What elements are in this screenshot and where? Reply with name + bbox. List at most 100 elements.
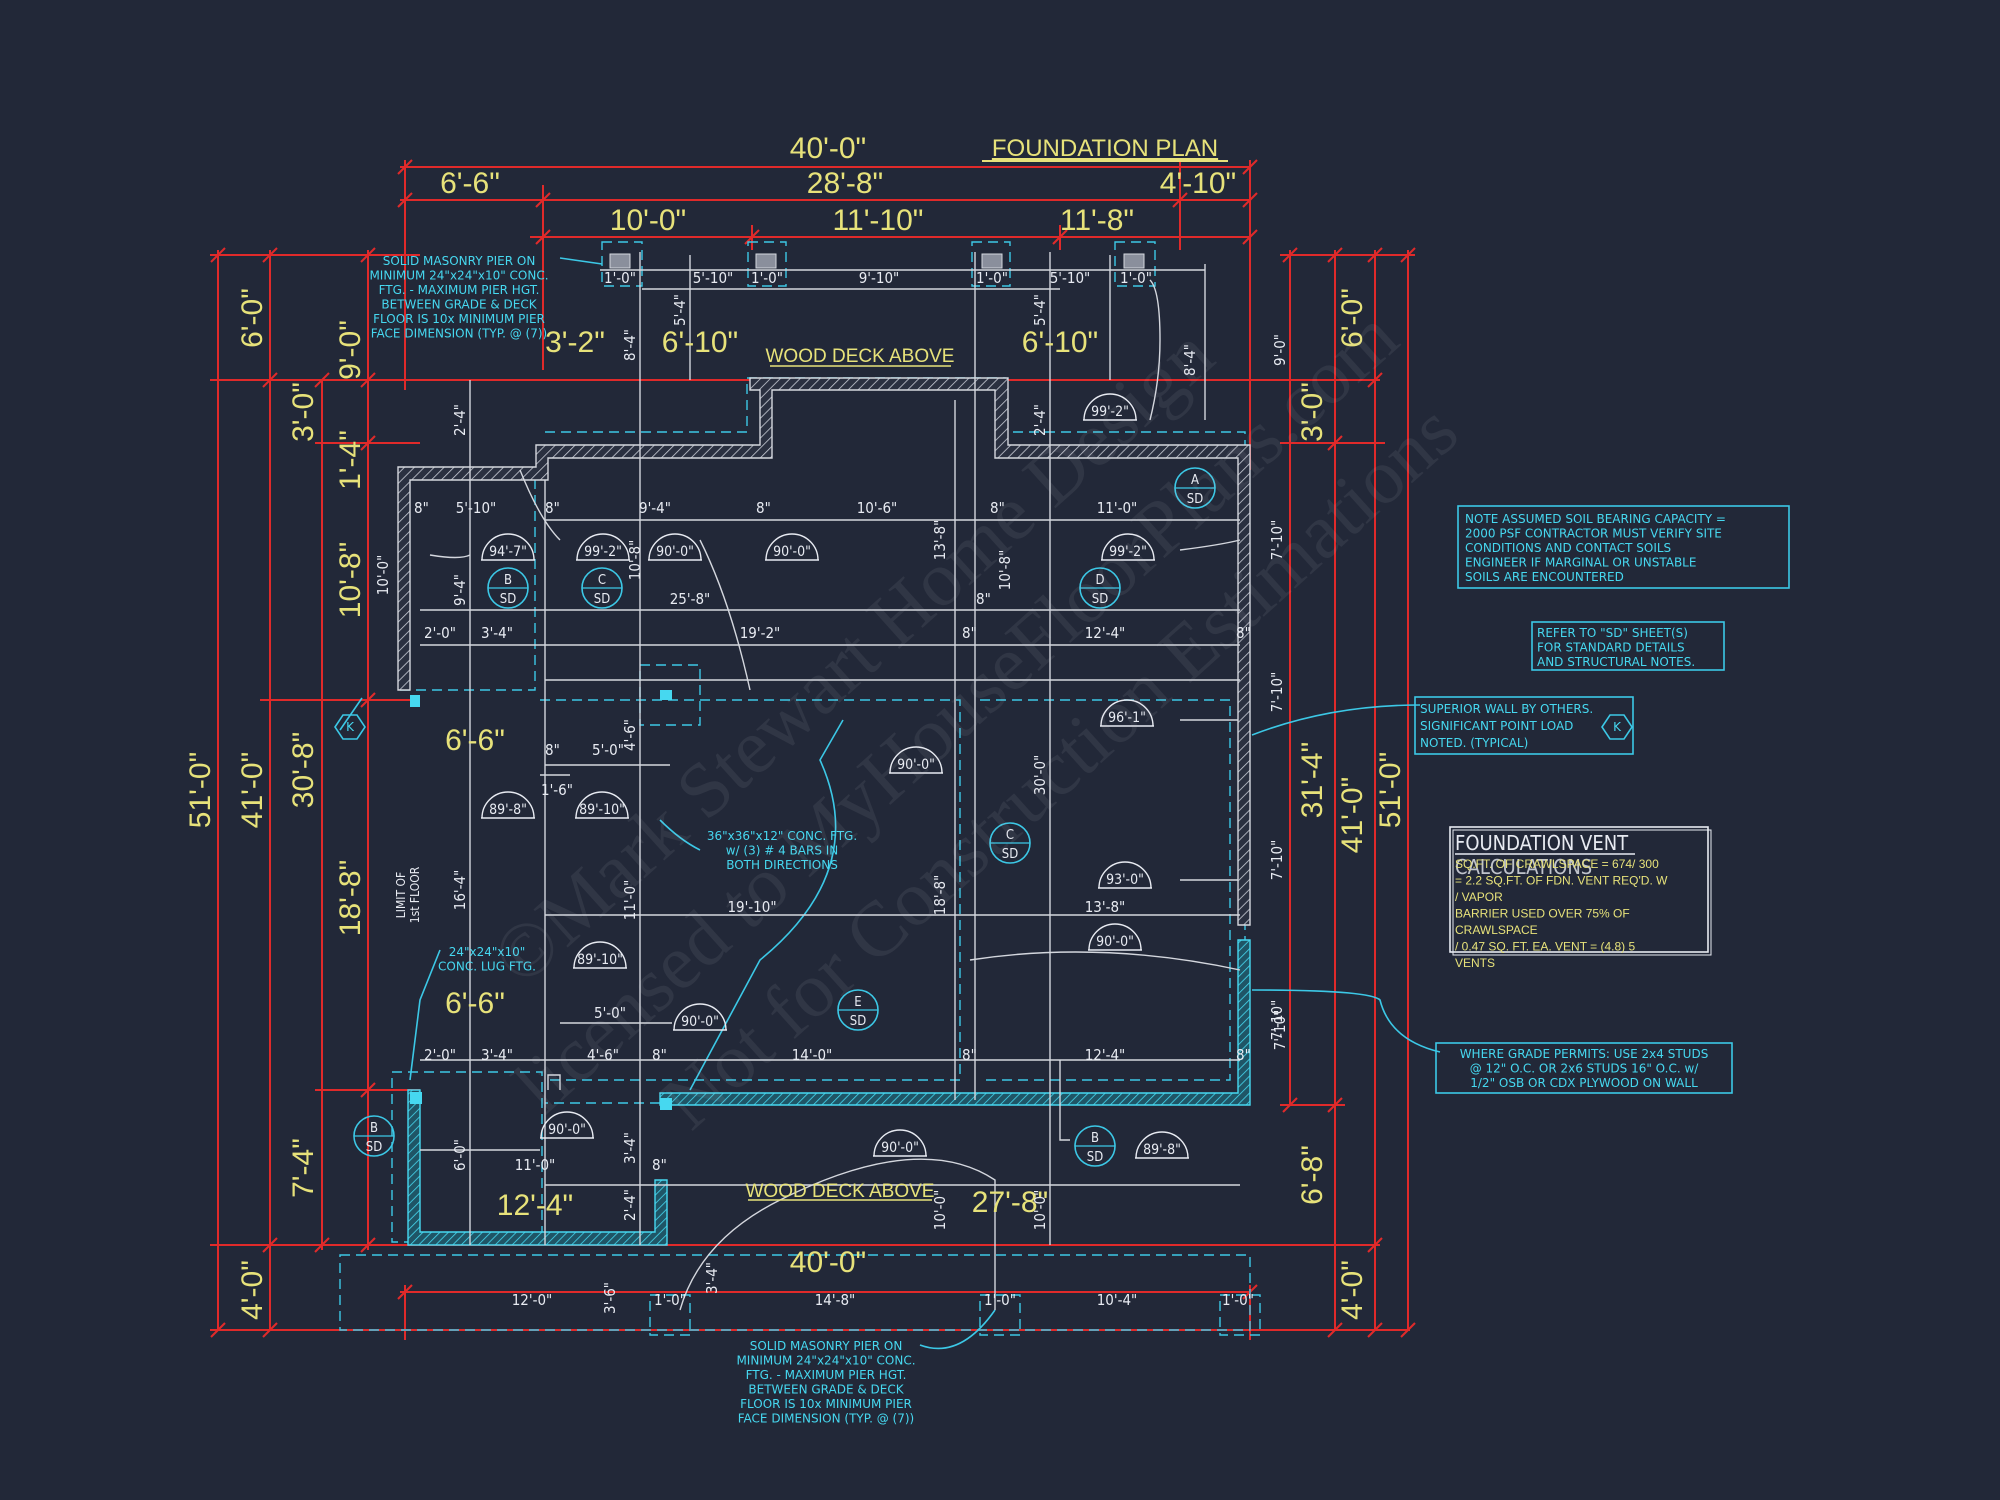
- angle-mark: 90'-0": [540, 1111, 594, 1139]
- dim-right-3-0: 3'-0": [1296, 382, 1329, 442]
- angle-label: 99'-2": [1109, 544, 1147, 560]
- angle-mark: 90'-0": [673, 1003, 727, 1031]
- svg-text:9'-0": 9'-0": [1271, 334, 1289, 366]
- note-line: REFER TO "SD" SHEET(S): [1537, 626, 1688, 640]
- angle-label: 90'-0": [681, 1014, 719, 1030]
- dim-overall-width-top: 40'-0": [790, 132, 866, 165]
- svg-text:8": 8": [962, 1046, 977, 1064]
- superior-wall-note-box: SUPERIOR WALL BY OTHERS.SIGNIFICANT POIN…: [1414, 696, 1634, 755]
- svg-text:1'-6": 1'-6": [541, 781, 573, 799]
- svg-text:1'-0": 1'-0": [984, 1291, 1016, 1309]
- svg-text:10'-0": 10'-0": [374, 555, 392, 596]
- dimension-lines: [210, 159, 1416, 1340]
- svg-text:5'-10": 5'-10": [1050, 269, 1091, 287]
- section-tag-letter: C: [598, 573, 606, 588]
- svg-text:K: K: [1613, 720, 1622, 734]
- angle-label: 89'-8": [489, 802, 527, 818]
- note-line: @ 12" O.C. OR 2x6 STUDS 16" O.C. w/: [1470, 1062, 1700, 1076]
- note-line: 36"x36"x12" CONC. FTG.: [707, 829, 857, 843]
- svg-text:2'-0": 2'-0": [424, 1046, 456, 1064]
- svg-text:9'-10": 9'-10": [859, 269, 900, 287]
- note-line: VENTS: [1455, 956, 1495, 970]
- svg-text:25'-8": 25'-8": [670, 590, 711, 608]
- svg-text:3'-6": 3'-6": [601, 1282, 619, 1314]
- angle-mark: 94'-7": [481, 533, 535, 561]
- angle-mark: 93'-0": [1098, 861, 1152, 889]
- refer-note-box: REFER TO "SD" SHEET(S)FOR STANDARD DETAI…: [1531, 621, 1725, 671]
- svg-text:LIMIT OF: LIMIT OF: [394, 872, 408, 918]
- svg-text:12'-4": 12'-4": [1085, 1046, 1126, 1064]
- angle-mark: 99'-2": [1101, 533, 1155, 561]
- svg-text:7'-10": 7'-10": [1268, 672, 1286, 713]
- angle-label: 99'-2": [584, 544, 622, 560]
- note-line: 2000 PSF CONTRACTOR MUST VERIFY SITE: [1465, 527, 1722, 541]
- section-tag: DSD: [1079, 567, 1121, 609]
- svg-text:1'-0": 1'-0": [976, 269, 1008, 287]
- dim-left-3-0: 3'-0": [287, 382, 320, 442]
- angle-mark: 90'-0": [765, 533, 819, 561]
- dim-6-10-left: 6'-10": [662, 326, 738, 359]
- dim-10-0-top: 10'-0": [610, 204, 686, 237]
- note-line: ENGINEER IF MARGINAL OR UNSTABLE: [1465, 556, 1696, 570]
- angle-mark: 99'-2": [576, 533, 630, 561]
- svg-text:7'-10": 7'-10": [1271, 1010, 1289, 1051]
- svg-text:2'-4": 2'-4": [1031, 404, 1049, 436]
- svg-text:8": 8": [652, 1046, 667, 1064]
- dim-right-4-0: 4'-0": [1336, 1260, 1369, 1320]
- svg-text:11'-0": 11'-0": [1097, 499, 1138, 517]
- angle-label: 90'-0": [548, 1122, 586, 1138]
- section-tag-letter: D: [1095, 573, 1104, 588]
- note-line: SOLID MASONRY PIER ON: [383, 254, 536, 268]
- section-tag-sheet: SD: [500, 592, 516, 607]
- svg-text:8": 8": [414, 499, 429, 517]
- svg-text:8": 8": [756, 499, 771, 517]
- angle-mark: 89'-8": [1135, 1131, 1189, 1159]
- svg-text:10'-8": 10'-8": [996, 550, 1014, 591]
- svg-text:13'-8": 13'-8": [931, 520, 949, 561]
- note-line: 24"x24"x10": [449, 945, 526, 959]
- vent-subtitle: CALCULATIONS: [1455, 855, 1592, 879]
- angle-label: 90'-0": [656, 544, 694, 560]
- section-tag-sheet: SD: [1187, 492, 1203, 507]
- svg-text:3'-4": 3'-4": [481, 1046, 513, 1064]
- dim-left-1-4: 1'-4": [334, 430, 367, 490]
- svg-text:2'-0": 2'-0": [424, 624, 456, 642]
- note-line: WHERE GRADE PERMITS: USE 2x4 STUDS: [1460, 1047, 1709, 1061]
- angle-label: 90'-0": [881, 1140, 919, 1156]
- dim-bottom-40-0: 40'-0": [790, 1246, 866, 1279]
- dim-6-6-top: 6'-6": [440, 167, 500, 200]
- svg-text:1st FLOOR: 1st FLOOR: [408, 866, 422, 923]
- svg-text:11'-0": 11'-0": [515, 1156, 556, 1174]
- leader-lines: [339, 257, 1441, 1350]
- note-line: 1/2" OSB OR CDX PLYWOOD ON WALL: [1470, 1076, 1698, 1090]
- svg-text:5'-10": 5'-10": [456, 499, 497, 517]
- note-line: BETWEEN GRADE & DECK: [748, 1383, 904, 1397]
- section-tag-sheet: SD: [850, 1014, 866, 1029]
- dim-12-4-lower: 12'-4": [497, 1189, 573, 1222]
- dim-left-30-8: 30'-8": [287, 732, 320, 808]
- angle-mark: 90'-0": [889, 746, 943, 774]
- dim-28-8: 28'-8": [807, 167, 883, 200]
- svg-text:6'-0": 6'-0": [451, 1139, 469, 1171]
- dim-6-6-lower: 6'-6": [445, 987, 505, 1020]
- svg-text:13'-8": 13'-8": [1085, 898, 1126, 916]
- svg-text:1'-0": 1'-0": [654, 1291, 686, 1309]
- note-line: CONDITIONS AND CONTACT SOILS: [1465, 541, 1671, 555]
- svg-text:19'-2": 19'-2": [740, 624, 781, 642]
- svg-text:3'-4": 3'-4": [703, 1262, 721, 1294]
- lug-ftg-note: 24"x24"x10"CONC. LUG FTG.: [438, 945, 536, 974]
- svg-text:8": 8": [545, 499, 560, 517]
- svg-text:1'-0": 1'-0": [751, 269, 783, 287]
- angle-label: 99'-2": [1091, 404, 1129, 420]
- foundation-vent-box: FOUNDATION VENT CALCULATIONS SQ.FT. OF C…: [1449, 826, 1712, 970]
- dim-left-51-0: 51'-0": [184, 752, 217, 828]
- section-tag-letter: B: [504, 573, 512, 588]
- svg-text:8": 8": [545, 741, 560, 759]
- angle-mark: 89'-10": [573, 941, 627, 969]
- angle-label: 93'-0": [1106, 872, 1144, 888]
- note-line: NOTED. (TYPICAL): [1420, 736, 1528, 750]
- section-tag-sheet: SD: [1087, 1150, 1103, 1165]
- svg-text:10'-0": 10'-0": [931, 1190, 949, 1231]
- svg-text:1'-0": 1'-0": [604, 269, 636, 287]
